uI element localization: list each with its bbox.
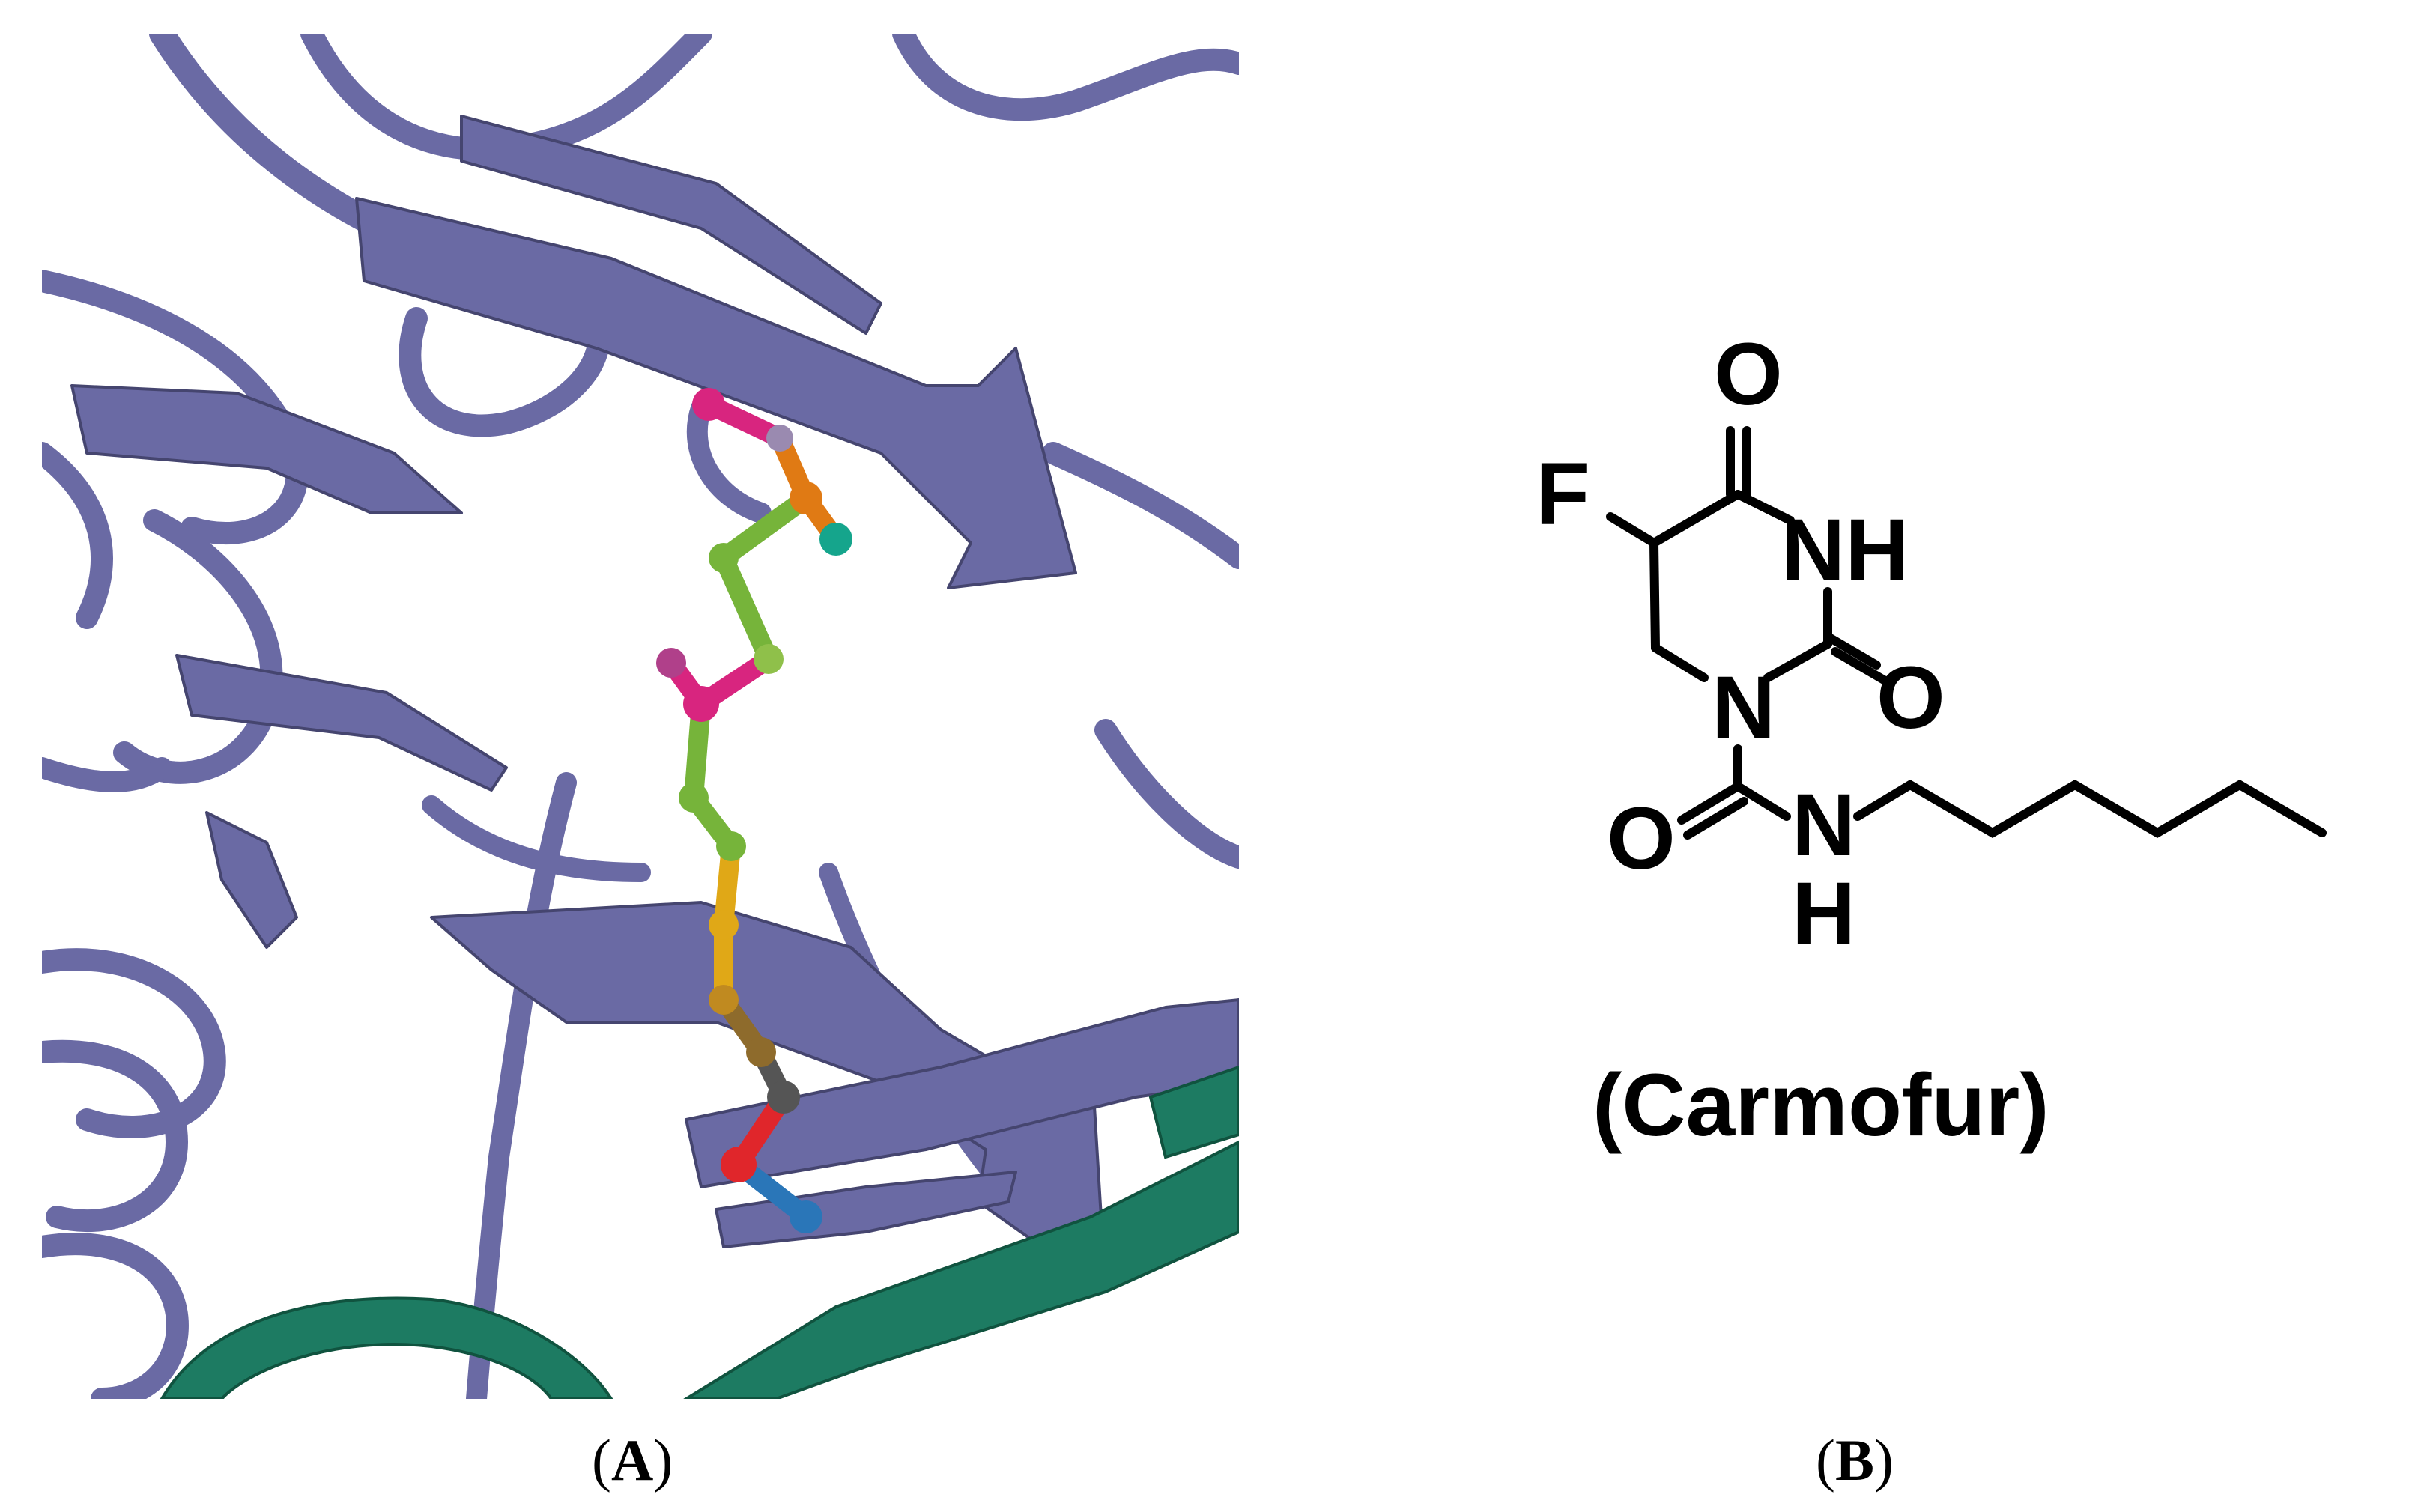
- compound-name: (Carmofur): [1593, 1056, 2049, 1155]
- hexyl-chain: [1853, 780, 2327, 838]
- panel-label-b: (B): [1816, 1427, 1894, 1494]
- bond-camide-o-b: [1683, 797, 1748, 840]
- atom-o-right: O: [1876, 649, 1945, 747]
- atom-f: F: [1536, 445, 1590, 544]
- beta-sheets: [70, 115, 1239, 1293]
- panel-a-label-letter: A: [610, 1427, 654, 1493]
- protein-structure-panel: [42, 34, 1239, 1399]
- atom-labels: O F NH N O O N H: [1536, 325, 1945, 963]
- green-chain: [160, 1065, 1239, 1399]
- bonds: [1606, 426, 2327, 840]
- bond-camide-o-a: [1677, 782, 1742, 825]
- panel-a-label-close: ): [653, 1427, 673, 1493]
- carmofur-structure: O F NH N O O N H: [1536, 325, 2327, 963]
- panel-b-label-open: (: [1816, 1427, 1835, 1493]
- panel-b-label-close: ): [1874, 1427, 1894, 1493]
- panel-a-label-open: (: [592, 1427, 611, 1493]
- atom-nh-ring: NH: [1781, 501, 1909, 600]
- chemical-structure-panel: O F NH N O O N H: [1408, 270, 2415, 1243]
- atom-n-ring: N: [1712, 658, 1775, 757]
- atom-o-top: O: [1714, 325, 1783, 424]
- bond-c4-c5: [1649, 490, 1742, 547]
- atom-n-amide: N: [1792, 776, 1855, 875]
- panel-label-a: (A): [592, 1427, 673, 1494]
- bond-c2-o-a: [1823, 632, 1881, 670]
- protein-ribbon-image: [42, 34, 1239, 1399]
- bond-c6-n1: [1651, 643, 1709, 682]
- bond-c5-f: [1606, 512, 1658, 547]
- ligand-atoms: [656, 388, 852, 1233]
- bond-c5-c6: [1649, 538, 1660, 652]
- bond-n1-c2: [1763, 640, 1832, 682]
- bond-c2-o-b: [1831, 647, 1888, 684]
- atom-o-left: O: [1607, 789, 1676, 888]
- panel-b-label-letter: B: [1834, 1427, 1875, 1493]
- atom-h-amide: H: [1792, 864, 1855, 963]
- bond-camide-n: [1733, 782, 1791, 821]
